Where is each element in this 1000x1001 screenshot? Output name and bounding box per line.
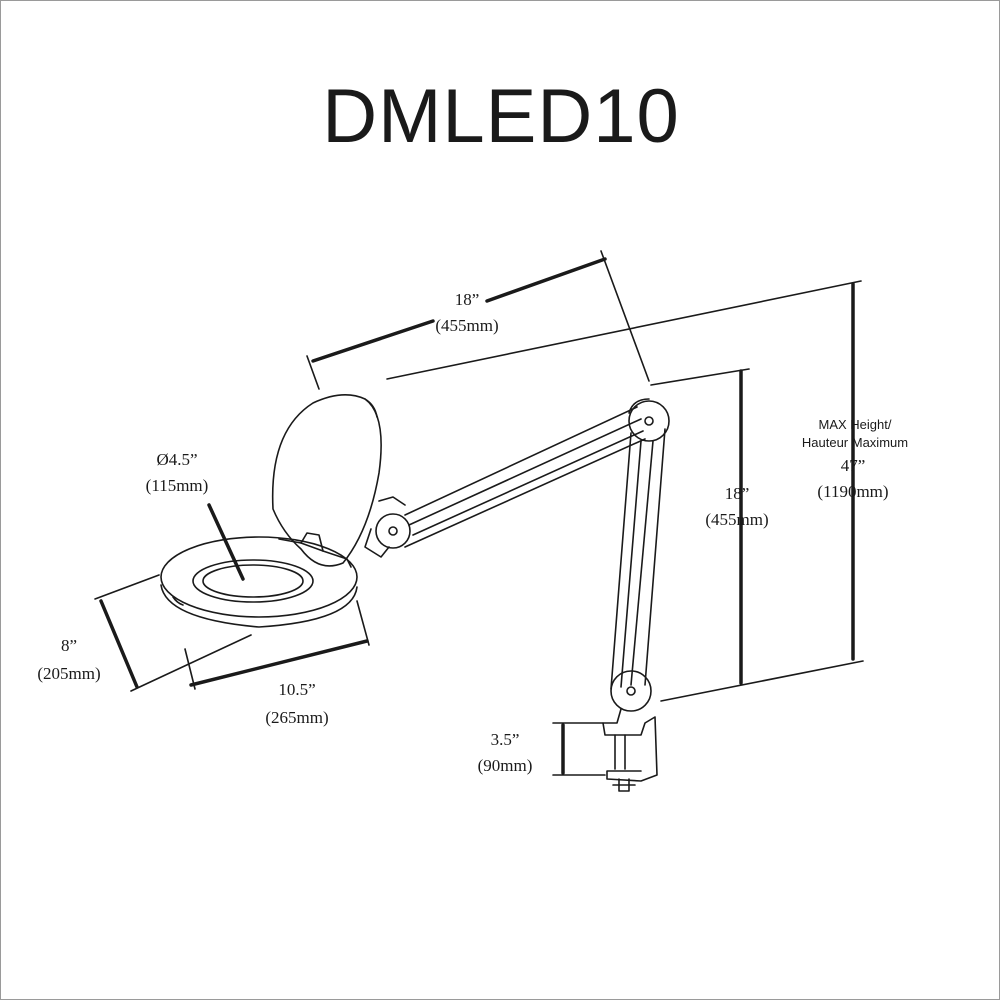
dim-lens-leader <box>207 503 245 581</box>
head-depth-imperial: 8” <box>61 636 77 655</box>
arm-length-metric: (455mm) <box>435 316 498 335</box>
elbow-knuckle <box>628 400 670 442</box>
upper-arm-bottom <box>404 438 646 548</box>
max-height-metric: (1190mm) <box>817 482 888 501</box>
dim-head-depth <box>94 574 252 692</box>
magnifier-lens-inner <box>202 564 304 598</box>
dim-clamp <box>552 722 606 776</box>
head-depth-metric: (205mm) <box>37 664 100 683</box>
clamp-imperial: 3.5” <box>491 730 520 749</box>
dim-head-width <box>184 600 370 690</box>
lower-arm-right <box>644 428 666 686</box>
lamp-illustration <box>160 394 670 792</box>
head-width-metric: (265mm) <box>265 708 328 727</box>
max-height-label: MAX Height/ <box>819 417 892 432</box>
dim-max-height-ref <box>386 280 864 702</box>
lens-diameter-imperial: Ø4.5” <box>156 450 197 469</box>
desk-clamp <box>602 708 658 782</box>
arm-length-imperial: 18” <box>455 290 480 309</box>
magnifier-ring-edge <box>160 584 358 628</box>
dim-arm-length <box>306 250 650 390</box>
head-knuckle <box>375 513 411 549</box>
magnifier-lens <box>192 559 314 603</box>
lower-arm-imperial: 18” <box>725 484 750 503</box>
dust-cover <box>271 394 382 567</box>
max-height-imperial: 47” <box>841 456 866 475</box>
clamp-metric: (90mm) <box>478 756 533 775</box>
lower-arm-left <box>610 432 632 690</box>
head-width-imperial: 10.5” <box>278 680 315 699</box>
model-title: DMLED10 <box>322 74 680 159</box>
upper-arm-top <box>404 406 638 516</box>
lower-arm-metric: (455mm) <box>705 510 768 529</box>
lens-diameter-metric: (115mm) <box>146 476 209 495</box>
dim-lower-arm <box>650 368 750 685</box>
max-height-label-fr: Hauteur Maximum <box>802 435 908 450</box>
base-knuckle <box>610 670 652 712</box>
head-knob <box>364 528 390 558</box>
magnifier-ring-outer <box>160 536 358 618</box>
